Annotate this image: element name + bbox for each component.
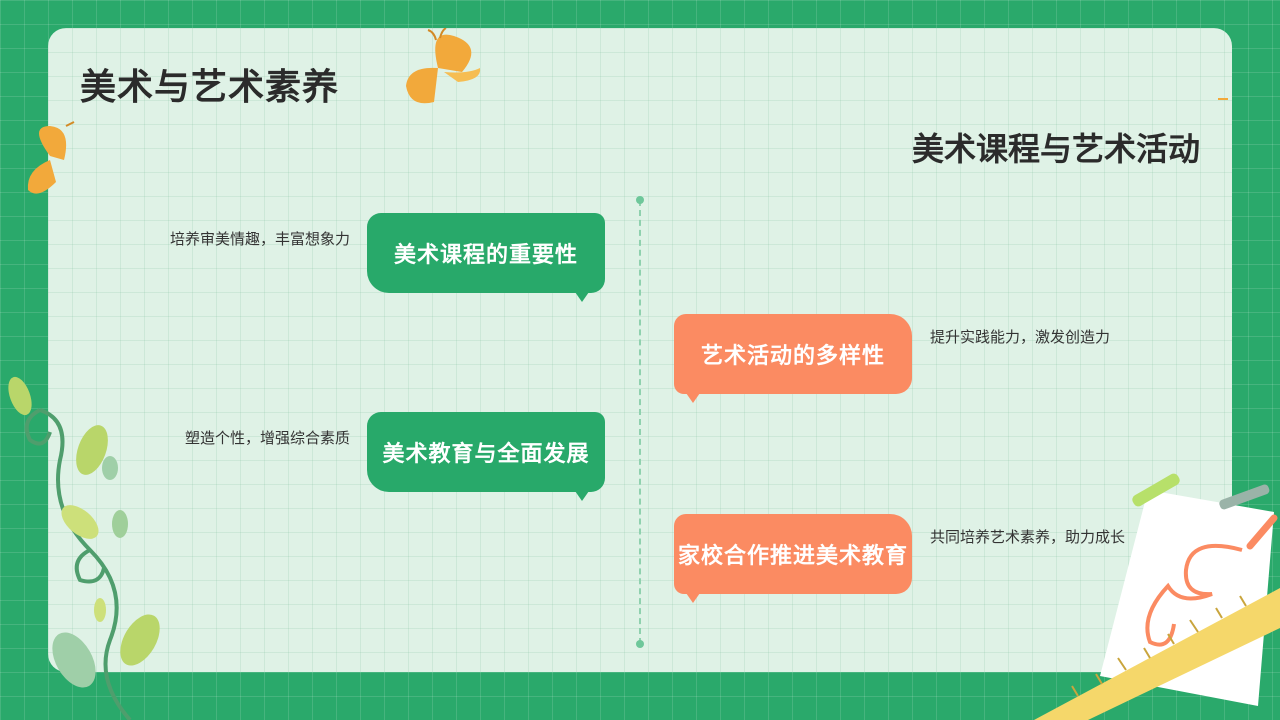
topic-note: 共同培养艺术素养，助力成长 [930,529,1126,546]
topic-note: 提升实践能力，激发创造力 [930,329,1111,346]
orange-dash-mark [1218,98,1228,100]
topic-bubble-art-activity-diversity: 艺术活动的多样性 [674,314,912,403]
topic-bubble-home-school-cooperation: 家校合作推进美术教育 [674,514,912,603]
timeline-dot-bottom [636,640,644,648]
ruler-decoration [1034,588,1280,720]
timeline-divider [639,200,641,644]
topic-label: 美术课程的重要性 [393,242,578,267]
vine-leaves-decoration [8,376,160,720]
topic-label: 家校合作推进美术教育 [677,543,908,568]
section-subtitle: 美术课程与艺术活动 [911,131,1200,167]
bubble-tail [686,593,700,603]
bubble-tail [575,292,589,302]
butterfly-icon [27,121,75,194]
topic-note: 塑造个性，增强综合素质 [184,430,350,447]
timeline-dot-top [636,196,644,204]
topic-label: 美术教育与全面发展 [382,441,590,466]
topic-label: 艺术活动的多样性 [700,343,885,368]
topic-bubble-art-education-development: 美术教育与全面发展 [367,412,605,501]
bubble-tail [686,393,700,403]
topic-note: 培养审美情趣，丰富想象力 [169,231,350,248]
bubble-tail [575,491,589,501]
butterfly-icon [406,28,481,104]
page-title: 美术与艺术素养 [80,66,340,107]
topic-bubble-art-course-importance: 美术课程的重要性 [367,213,605,302]
paper-with-doodle-decoration [1100,473,1278,706]
